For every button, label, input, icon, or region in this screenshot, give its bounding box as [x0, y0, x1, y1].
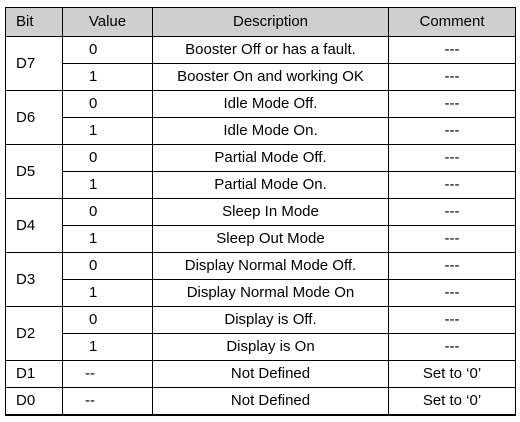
table-row: D5 0 Partial Mode Off. --- — [5, 144, 516, 199]
bit-cell: D4 — [5, 198, 63, 253]
description-cell: Idle Mode On. — [152, 117, 389, 145]
value-cell: 0 — [62, 144, 153, 172]
description-cell: Display is Off. — [152, 306, 389, 334]
comment-cell: Set to ‘0’ — [388, 360, 516, 388]
register-bit-table: Bit Value Description Comment D7 0 Boost… — [5, 7, 516, 416]
description-cell: Booster Off or has a fault. — [152, 36, 389, 64]
bit-cell: D0 — [5, 387, 63, 416]
comment-cell: --- — [388, 198, 516, 226]
comment-cell: Set to ‘0’ — [388, 387, 516, 416]
comment-cell: --- — [388, 63, 516, 91]
table-header-row: Bit Value Description Comment — [5, 7, 516, 37]
comment-cell: --- — [388, 36, 516, 64]
comment-cell: --- — [388, 252, 516, 280]
description-cell: Display is On — [152, 333, 389, 361]
value-cell: 1 — [62, 333, 153, 361]
value-cell: 0 — [62, 198, 153, 226]
comment-cell: --- — [388, 144, 516, 172]
description-cell: Booster On and working OK — [152, 63, 389, 91]
table-row: D0 -- Not Defined Set to ‘0’ — [5, 387, 516, 416]
table-row: 1 Idle Mode On. --- — [6, 117, 516, 145]
value-cell: -- — [62, 360, 153, 388]
bit-cell: D7 — [5, 36, 63, 91]
table-row: D3 0 Display Normal Mode Off. --- — [5, 252, 516, 307]
table-row: D4 0 Sleep In Mode --- — [5, 198, 516, 253]
header-description: Description — [152, 7, 389, 37]
bit-cell: D2 — [5, 306, 63, 361]
register-table-container: Bit Value Description Comment D7 0 Boost… — [5, 7, 516, 416]
value-cell: 0 — [62, 252, 153, 280]
comment-cell: --- — [388, 171, 516, 199]
value-cell: 1 — [62, 171, 153, 199]
description-cell: Not Defined — [152, 387, 389, 416]
value-cell: -- — [62, 387, 153, 416]
value-cell: 1 — [62, 225, 153, 253]
value-cell: 0 — [62, 306, 153, 334]
table-row: D1 -- Not Defined Set to ‘0’ — [5, 360, 516, 388]
bit-cell: D5 — [5, 144, 63, 199]
table-row: 1 Booster On and working OK --- — [6, 63, 516, 91]
table-row: 1 Partial Mode On. --- — [6, 171, 516, 199]
header-value: Value — [62, 7, 153, 37]
comment-cell: --- — [388, 306, 516, 334]
description-cell: Partial Mode Off. — [152, 144, 389, 172]
value-cell: 1 — [62, 63, 153, 91]
description-cell: Sleep Out Mode — [152, 225, 389, 253]
value-cell: 0 — [62, 36, 153, 64]
description-cell: Partial Mode On. — [152, 171, 389, 199]
description-cell: Not Defined — [152, 360, 389, 388]
bit-cell: D3 — [5, 252, 63, 307]
value-cell: 0 — [62, 90, 153, 118]
table-row: D2 0 Display is Off. --- — [5, 306, 516, 361]
comment-cell: --- — [388, 225, 516, 253]
description-cell: Display Normal Mode Off. — [152, 252, 389, 280]
bit-cell: D1 — [5, 360, 63, 388]
description-cell: Sleep In Mode — [152, 198, 389, 226]
bit-cell: D6 — [5, 90, 63, 145]
header-bit: Bit — [5, 7, 63, 37]
table-row: 1 Display Normal Mode On --- — [6, 279, 516, 307]
comment-cell: --- — [388, 279, 516, 307]
comment-cell: --- — [388, 90, 516, 118]
comment-cell: --- — [388, 333, 516, 361]
header-comment: Comment — [388, 7, 516, 37]
table-row: 1 Sleep Out Mode --- — [6, 225, 516, 253]
description-cell: Display Normal Mode On — [152, 279, 389, 307]
table-row: D6 0 Idle Mode Off. --- — [5, 90, 516, 145]
description-cell: Idle Mode Off. — [152, 90, 389, 118]
table-row: 1 Display is On --- — [6, 333, 516, 361]
comment-cell: --- — [388, 117, 516, 145]
table-row: D7 0 Booster Off or has a fault. --- — [5, 36, 516, 91]
value-cell: 1 — [62, 279, 153, 307]
value-cell: 1 — [62, 117, 153, 145]
